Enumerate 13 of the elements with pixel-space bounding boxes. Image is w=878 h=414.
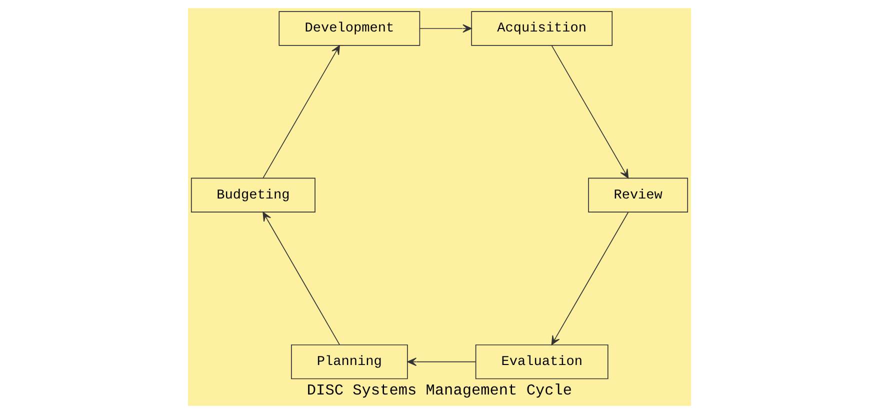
arrow [418, 24, 472, 33]
node-box: Acquisition [470, 11, 612, 46]
arrow [406, 358, 476, 366]
node-box: Evaluation [474, 344, 608, 380]
diagram-title: DISC Systems Management Cycle [306, 381, 572, 400]
arrow [262, 45, 340, 178]
node-box: Development [278, 11, 420, 46]
node-box: Planning [290, 344, 408, 380]
arrow [550, 45, 628, 178]
node-box: Budgeting [190, 178, 315, 212]
node-box: Review [588, 178, 688, 212]
arrow [550, 212, 628, 346]
arrow [262, 212, 340, 346]
